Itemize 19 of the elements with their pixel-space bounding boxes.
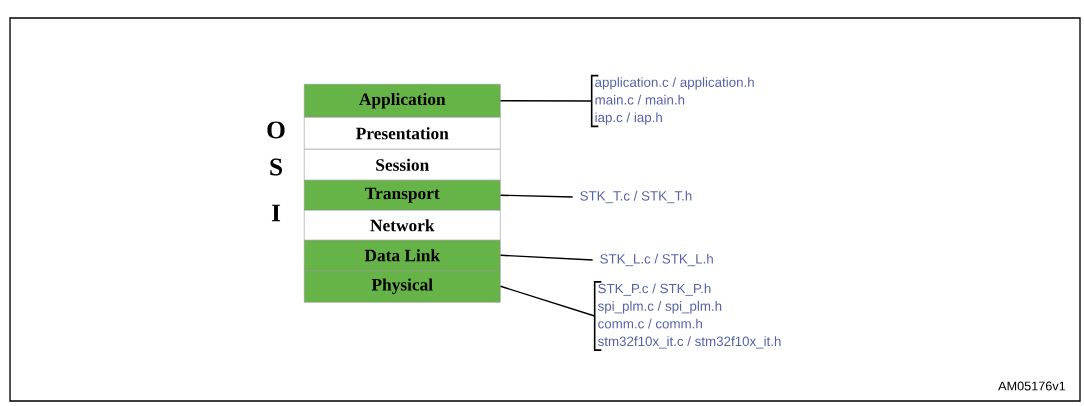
layer-box: Data Link [304,240,501,271]
osi-letter: O [267,121,285,139]
layer-box: Presentation [304,117,501,150]
connector-line [499,194,574,198]
connector-line [499,254,594,261]
file-list: STK_P.c / STK_P.h spi_plm.c / spi_plm.h comm.c / comm.h stm32f10x_it.c / stm32f10x_it.h [598,283,781,349]
layer-box: Physical [304,270,501,303]
osi-letter: I [271,204,281,222]
file-list: application.c / application.h main.c / main.h iap.c / iap.h [595,77,754,125]
layer-box: Transport [304,180,501,211]
connector-line [499,285,596,317]
file-list: STK_L.c / STK_L.h [600,253,713,267]
layer-box: Application [304,84,501,118]
osi-letter: S [270,158,282,176]
figure-id: AM05176v1 [998,381,1066,391]
layer-box: Session [304,149,501,181]
file-list: STK_T.c / STK_T.h [580,190,692,204]
layer-box: Network [304,210,501,241]
connector-line [499,100,593,102]
